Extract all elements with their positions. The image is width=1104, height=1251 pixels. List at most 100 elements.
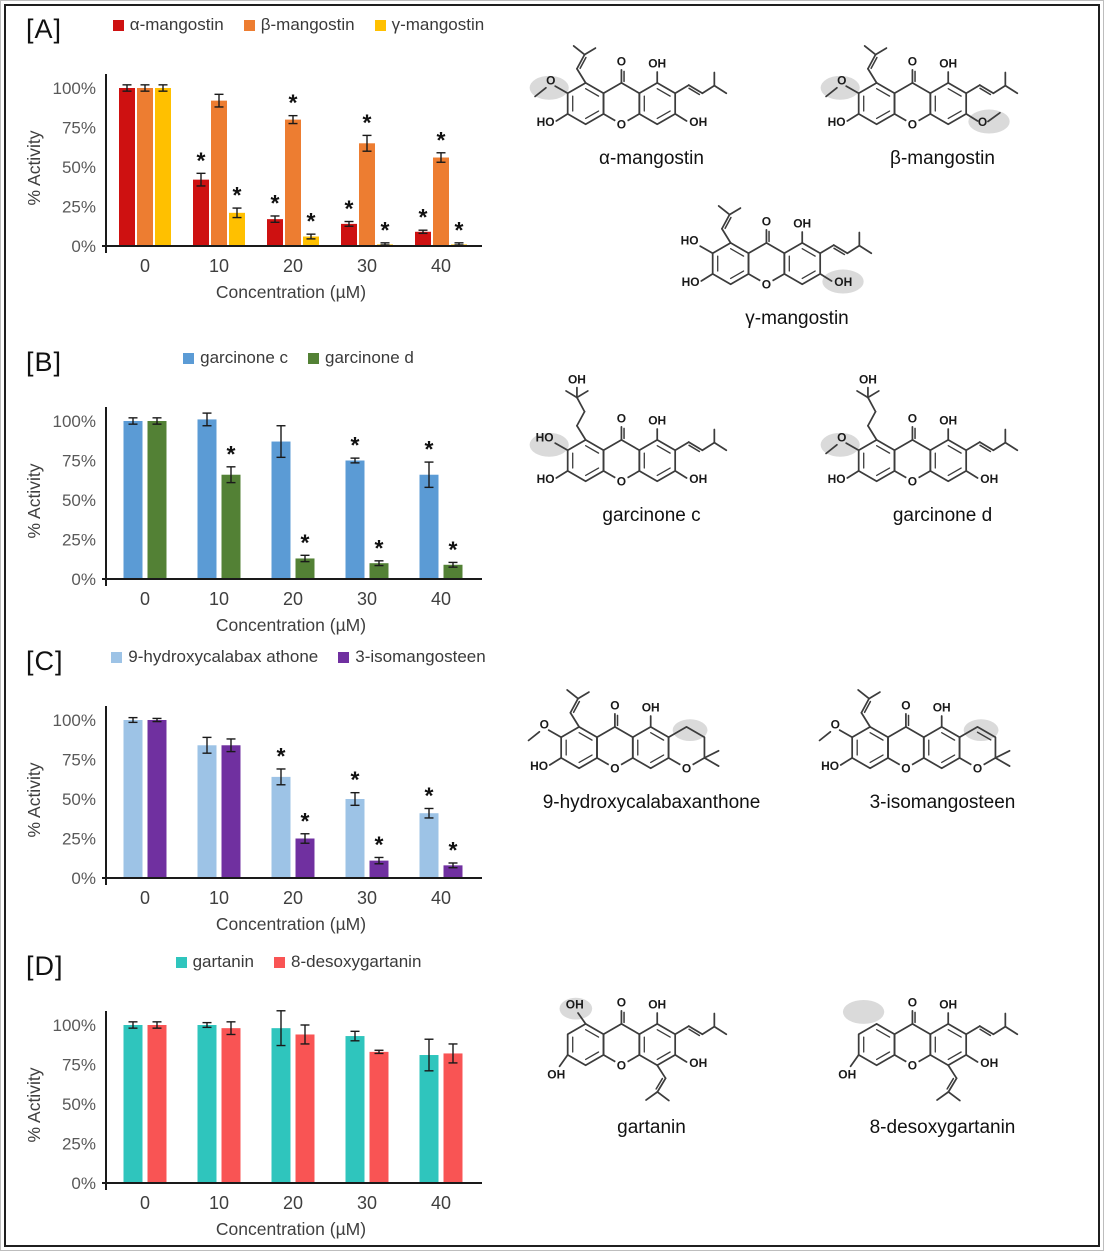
- bond: [701, 84, 715, 95]
- atom-mask: [969, 761, 985, 776]
- significance-asterisk: *: [227, 441, 236, 467]
- error-bar: [306, 233, 316, 240]
- atom-label: HO: [536, 472, 554, 486]
- y-tick-label: 0%: [71, 1174, 96, 1193]
- atom-label: O: [907, 411, 916, 425]
- x-axis-title: Concentration (µM): [216, 914, 366, 934]
- atom-mask: [613, 474, 629, 489]
- atom-label: O: [546, 74, 555, 88]
- bond: [845, 470, 860, 479]
- error-bar: [300, 833, 310, 844]
- double-bond: [654, 1077, 663, 1090]
- bond: [575, 424, 587, 441]
- bar: [229, 212, 245, 246]
- bond: [572, 45, 585, 56]
- bar: [147, 421, 167, 579]
- x-tick-label: 10: [209, 256, 229, 276]
- bar: [271, 1028, 291, 1183]
- bar: [271, 776, 291, 878]
- error-bar: [270, 215, 280, 224]
- bond: [819, 244, 835, 255]
- inner-bond: [868, 754, 884, 764]
- inner-bond: [649, 754, 664, 764]
- y-tick-label: 25%: [62, 1135, 96, 1154]
- bond: [554, 470, 569, 479]
- inner-bond: [875, 1029, 890, 1038]
- inner-bond: [875, 445, 890, 454]
- error-bar: [454, 242, 464, 246]
- panel-label-a: [A]: [26, 14, 63, 44]
- atom-label: HO: [681, 233, 699, 247]
- bond: [656, 1091, 670, 1102]
- bar: [369, 1051, 389, 1183]
- bond: [964, 1054, 978, 1063]
- y-tick-label: 100%: [53, 1016, 96, 1035]
- significance-asterisk: *: [277, 743, 286, 769]
- atom-label: OH: [689, 472, 707, 486]
- inner-bond: [947, 467, 962, 477]
- error-bar: [276, 768, 286, 786]
- atom-label: O: [907, 995, 916, 1009]
- atom-label: OH: [939, 998, 957, 1012]
- legend-swatch: [175, 956, 187, 968]
- bond: [992, 441, 1006, 452]
- error-bar: [226, 738, 236, 753]
- bar: [285, 119, 301, 246]
- bond: [673, 84, 690, 95]
- bond: [964, 441, 981, 452]
- double-bond: [724, 216, 732, 229]
- bond: [832, 244, 849, 255]
- y-tick-label: 75%: [62, 1056, 96, 1075]
- legend-item: 3-isomangosteen: [338, 647, 486, 667]
- x-tick-label: 30: [357, 1193, 377, 1213]
- bond: [575, 410, 585, 427]
- inner-bond: [875, 1051, 890, 1061]
- highlight-ellipse: [559, 997, 592, 1020]
- atom-label: HO: [827, 115, 845, 129]
- bond: [673, 1054, 687, 1063]
- bar: [267, 219, 283, 246]
- bond: [687, 441, 703, 452]
- y-tick-label: 25%: [62, 830, 96, 849]
- inner-bond: [947, 445, 962, 454]
- bond: [964, 113, 978, 122]
- bond: [712, 1025, 727, 1036]
- x-tick-label: 40: [431, 256, 451, 276]
- legend-swatch: [274, 956, 285, 968]
- error-bar: [448, 561, 458, 568]
- bond: [844, 442, 860, 452]
- error-bar: [152, 417, 162, 425]
- atom-label: OH: [858, 372, 876, 386]
- x-tick-label: 0: [140, 256, 150, 276]
- bar: [369, 563, 389, 579]
- y-tick-label: 75%: [62, 119, 96, 138]
- error-bar: [424, 1038, 434, 1072]
- atom-mask: [759, 277, 774, 292]
- significance-asterisk: *: [449, 536, 458, 562]
- error-bar: [362, 134, 372, 152]
- bar: [123, 421, 143, 579]
- x-tick-label: 20: [283, 589, 303, 609]
- atom-label: O: [762, 277, 771, 291]
- bond: [860, 697, 870, 714]
- atom-label: O: [907, 118, 916, 132]
- atom-label: O: [539, 718, 548, 732]
- bar: [147, 720, 167, 878]
- atom-label: O: [901, 698, 910, 712]
- y-tick-label: 0%: [71, 570, 96, 589]
- significance-asterisk: *: [289, 90, 298, 116]
- legend-label: α-mangostin: [129, 15, 224, 34]
- pyran-double-bond: [976, 731, 991, 741]
- atom-label: OH: [648, 414, 666, 428]
